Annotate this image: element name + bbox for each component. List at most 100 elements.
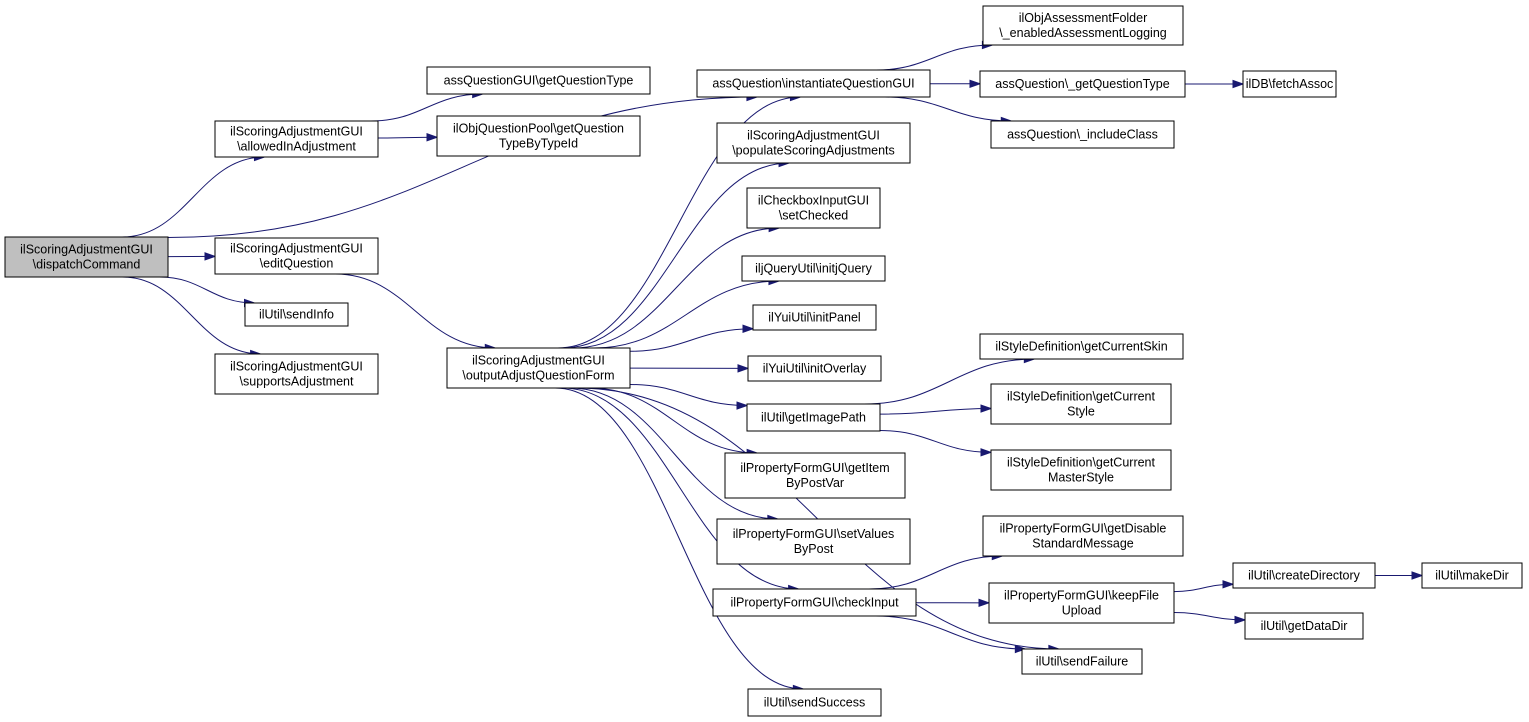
node-label: \allowedInAdjustment	[237, 140, 356, 154]
edge-output-to-jquery	[593, 276, 781, 349]
arrowhead-icon	[204, 252, 217, 261]
node-label: ilScoringAdjustmentGUI	[230, 242, 363, 256]
node-label: ilPropertyFormGUI\checkInput	[730, 596, 899, 610]
node-label: ilCheckboxInputGUI	[758, 194, 869, 208]
node-box	[244, 302, 349, 327]
edge-imagepath-to-master	[879, 430, 993, 457]
arrowhead-icon	[978, 598, 991, 608]
node-label: ilPropertyFormGUI\setValues	[733, 527, 895, 541]
node-label: ilUtil\makeDir	[1435, 569, 1509, 583]
node-createdir[interactable]: ilUtil\createDirectory	[1232, 562, 1376, 589]
node-box	[1421, 562, 1523, 589]
node-imagepath[interactable]: ilUtil\getImagePath	[746, 403, 881, 432]
edge-inst-to-aq_getqtype	[929, 79, 982, 89]
edge-checkinput-to-keepfile	[915, 598, 991, 608]
node-sendsuccess[interactable]: ilUtil\sendSuccess	[747, 688, 882, 717]
node-dispatch[interactable]: ilScoringAdjustmentGUI\dispatchCommand	[4, 236, 169, 278]
node-label: TypeByTypeId	[499, 137, 578, 151]
node-overlay[interactable]: ilYuiUtil\initOverlay	[747, 355, 882, 382]
node-label: ilPropertyFormGUI\getItem	[740, 461, 889, 475]
node-include[interactable]: assQuestion\_includeClass	[990, 120, 1175, 149]
edge-checkinput-to-sendfailure	[875, 615, 1027, 654]
edge-dispatch-to-inst	[167, 92, 759, 239]
node-label: assQuestion\_getQuestionType	[995, 77, 1169, 91]
node-fetch[interactable]: ilDB\fetchAssoc	[1242, 70, 1337, 98]
edge-output-to-panel	[629, 324, 755, 352]
node-box	[752, 304, 877, 331]
node-supports[interactable]: ilScoringAdjustmentGUI\supportsAdjustmen…	[214, 353, 379, 395]
node-jquery[interactable]: iljQueryUtil\initjQuery	[741, 255, 886, 282]
node-label: ilScoringAdjustmentGUI	[747, 129, 880, 143]
edge-output-to-imagepath	[629, 383, 749, 410]
node-box	[990, 120, 1175, 149]
node-panel[interactable]: ilYuiUtil\initPanel	[752, 304, 877, 331]
node-label: ilScoringAdjustmentGUI	[230, 360, 363, 374]
node-sendfailure[interactable]: ilUtil\sendFailure	[1021, 648, 1143, 675]
node-label: ByPostVar	[786, 476, 844, 490]
arrowhead-icon	[980, 404, 993, 413]
node-checkinput[interactable]: ilPropertyFormGUI\checkInput	[712, 588, 917, 617]
node-box	[990, 383, 1172, 425]
edge-allowed-to-pool_gettype	[377, 133, 439, 142]
node-label: ilUtil\sendSuccess	[764, 696, 865, 710]
node-box	[4, 236, 169, 278]
node-label: ilObjAssessmentFolder	[1019, 11, 1148, 25]
node-label: ilScoringAdjustmentGUI	[20, 243, 153, 257]
node-label: \supportsAdjustment	[240, 375, 354, 389]
node-box	[746, 187, 881, 229]
node-sendinfo[interactable]: ilUtil\sendInfo	[244, 302, 349, 327]
node-disable[interactable]: ilPropertyFormGUI\getDisableStandardMess…	[982, 515, 1184, 557]
node-label: \setChecked	[779, 209, 849, 223]
arrowhead-icon	[1232, 79, 1245, 89]
node-label: StandardMessage	[1032, 537, 1134, 551]
node-folder[interactable]: ilObjAssessmentFolder\_enabledAssessment…	[982, 5, 1184, 46]
node-skin[interactable]: ilStyleDefinition\getCurrentSkin	[979, 333, 1184, 360]
node-datadir[interactable]: ilUtil\getDataDir	[1244, 612, 1364, 640]
node-allowed[interactable]: ilScoringAdjustmentGUI\allowedInAdjustme…	[214, 120, 379, 158]
edge-createdir-to-makedir	[1375, 571, 1424, 580]
edge-output-to-overlay	[629, 364, 750, 373]
node-label: \dispatchCommand	[33, 258, 141, 272]
node-box	[747, 688, 882, 717]
node-box	[724, 452, 906, 499]
node-box	[747, 355, 882, 382]
node-label: assQuestion\_includeClass	[1007, 128, 1158, 142]
arrowhead-icon	[1222, 580, 1235, 589]
node-label: ilUtil\sendFailure	[1036, 655, 1128, 669]
node-label: ilUtil\getDataDir	[1261, 619, 1348, 633]
node-editq[interactable]: ilScoringAdjustmentGUI\editQuestion	[214, 237, 379, 275]
node-label: ilUtil\getImagePath	[761, 411, 866, 425]
node-output[interactable]: ilScoringAdjustmentGUI\outputAdjustQuest…	[446, 347, 631, 389]
node-aq_getqtype[interactable]: assQuestion\_getQuestionType	[979, 70, 1186, 98]
node-populate[interactable]: ilScoringAdjustmentGUI\populateScoringAd…	[716, 122, 911, 164]
node-box	[436, 115, 641, 157]
node-box	[982, 5, 1184, 46]
arrowhead-icon	[737, 364, 750, 373]
arrowhead-icon	[742, 324, 755, 333]
edge-editq-to-output	[335, 273, 497, 353]
node-label: ilStyleDefinition\getCurrent	[1007, 390, 1156, 404]
node-setchecked[interactable]: ilCheckboxInputGUI\setChecked	[746, 187, 881, 229]
node-box	[716, 518, 911, 565]
node-inst[interactable]: assQuestion\instantiateQuestionGUI	[696, 69, 931, 98]
node-box	[988, 582, 1175, 624]
node-label: assQuestion\instantiateQuestionGUI	[712, 77, 914, 91]
node-box	[1021, 648, 1143, 675]
node-box	[214, 353, 379, 395]
node-box	[979, 333, 1184, 360]
node-label: ilYuiUtil\initOverlay	[763, 362, 867, 376]
node-box	[982, 515, 1184, 557]
node-label: ilScoringAdjustmentGUI	[472, 354, 605, 368]
node-gui_getqtype[interactable]: assQuestionGUI\getQuestionType	[426, 66, 651, 95]
node-label: ilUtil\sendInfo	[259, 308, 334, 322]
node-pool_gettype[interactable]: ilObjQuestionPool\getQuestionTypeByTypeI…	[436, 115, 641, 157]
arrowhead-icon	[980, 448, 993, 457]
node-makedir[interactable]: ilUtil\makeDir	[1421, 562, 1523, 589]
edge-keepfile-to-createdir	[1173, 580, 1235, 593]
